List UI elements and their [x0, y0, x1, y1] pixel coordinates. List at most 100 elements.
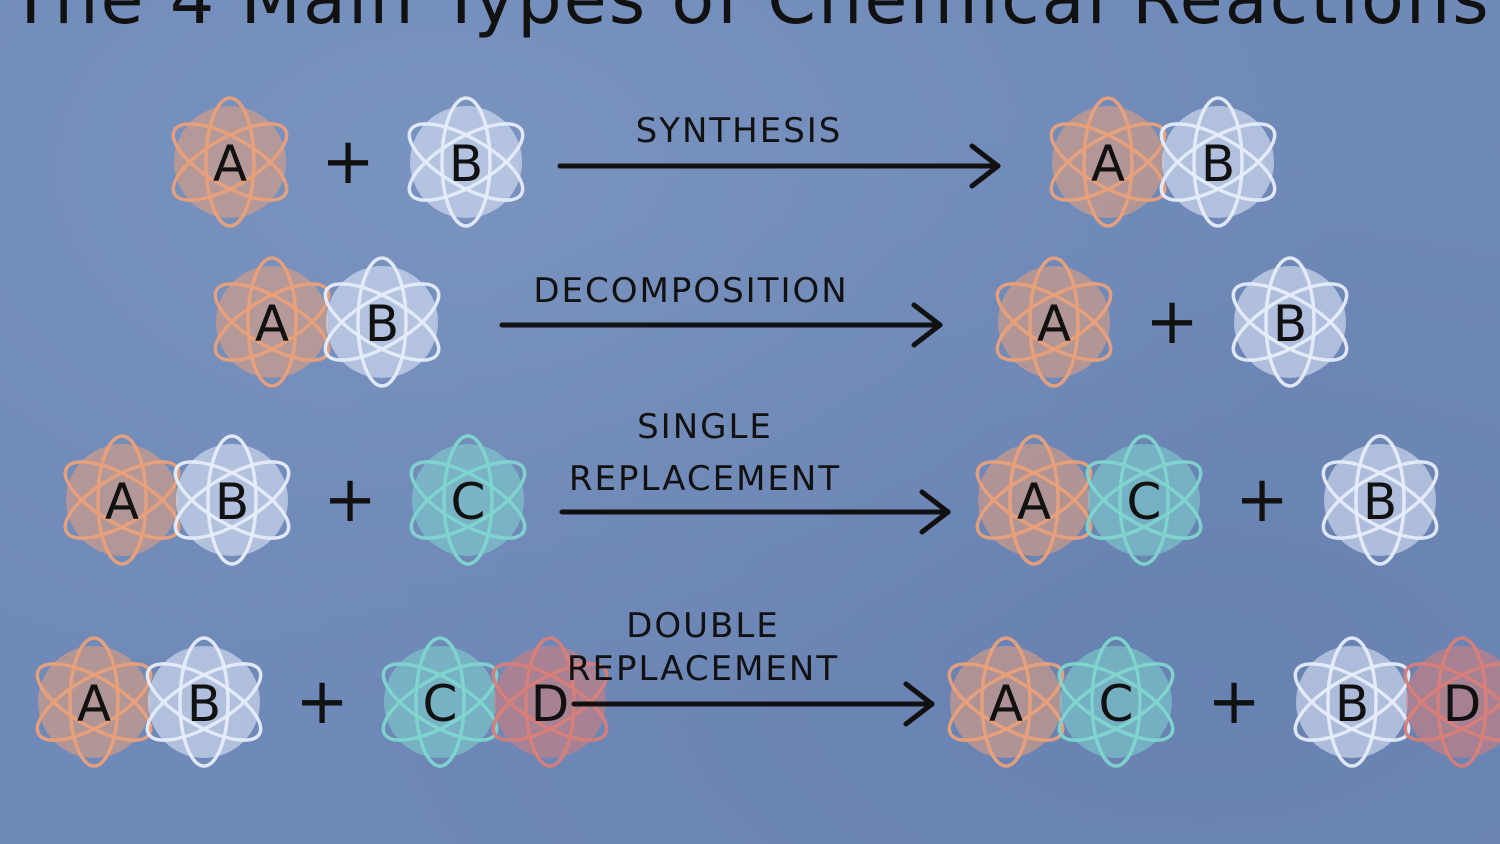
electron-orbit: [1082, 96, 1134, 228]
atom-letter: A: [989, 675, 1023, 733]
electron-orbit: [1159, 122, 1277, 202]
atom-b: B: [323, 256, 441, 388]
atom-letter: B: [1363, 473, 1397, 531]
plus-sign: +: [295, 665, 349, 739]
atom-b: B: [407, 96, 525, 228]
reaction-label: DOUBLE: [626, 606, 780, 646]
electron-orbit: [409, 460, 527, 540]
electron-orbit: [1321, 460, 1439, 540]
electron-orbit: [1403, 662, 1500, 742]
atom-b: B: [1293, 636, 1411, 768]
atom-letter: A: [105, 473, 139, 531]
atom-core: [494, 646, 606, 758]
atom-c: C: [1085, 434, 1203, 566]
atom-d: D: [1403, 636, 1500, 768]
electron-orbit: [1085, 460, 1203, 540]
electron-orbit: [171, 122, 289, 202]
reaction-arrow-head: [919, 489, 951, 535]
atom-core: [38, 646, 150, 758]
atom-letter: A: [213, 135, 247, 193]
atom-b: B: [1159, 96, 1277, 228]
electron-orbit: [1090, 636, 1142, 768]
electron-orbit: [323, 282, 441, 362]
electron-orbit: [980, 636, 1032, 768]
atom-letter: A: [1091, 135, 1125, 193]
atom-letter: C: [451, 473, 486, 531]
electron-orbit: [491, 662, 609, 742]
atom-core: [1088, 444, 1200, 556]
atom-core: [1324, 444, 1436, 556]
atom-letter: B: [187, 675, 221, 733]
atom-core: [410, 106, 522, 218]
plus-sign: +: [323, 463, 377, 537]
atom-d: D: [491, 636, 609, 768]
electron-orbit: [407, 122, 525, 202]
atom-a: A: [1049, 96, 1167, 228]
atom-letter: D: [531, 675, 570, 733]
atom-core: [176, 444, 288, 556]
atom-letter: B: [1335, 675, 1369, 733]
electron-orbit: [1057, 662, 1175, 742]
atom-a: A: [35, 636, 153, 768]
electron-orbit: [204, 96, 256, 228]
electron-orbit: [173, 460, 291, 540]
electron-orbit: [442, 434, 494, 566]
atom-core: [1060, 646, 1172, 758]
plus-sign: +: [1145, 285, 1199, 359]
electron-orbit: [491, 662, 609, 742]
atom-letter: D: [1443, 675, 1482, 733]
atom-letter: C: [423, 675, 458, 733]
electron-orbit: [68, 636, 120, 768]
plus-sign: +: [1207, 665, 1261, 739]
reaction-label: SYNTHESIS: [636, 111, 843, 151]
atom-core: [148, 646, 260, 758]
electron-orbit: [407, 122, 525, 202]
electron-orbit: [1231, 282, 1349, 362]
atom-core: [1052, 106, 1164, 218]
electron-orbit: [356, 256, 408, 388]
electron-orbit: [323, 282, 441, 362]
atom-letter: A: [1037, 295, 1071, 353]
atom-core: [1296, 646, 1408, 758]
atom-core: [998, 266, 1110, 378]
electron-orbit: [1057, 662, 1175, 742]
reaction-arrow-head: [903, 681, 935, 727]
electron-orbit: [1085, 460, 1203, 540]
atom-letter: B: [1201, 135, 1235, 193]
plus-sign: +: [321, 125, 375, 199]
atom-c: C: [409, 434, 527, 566]
atom-b: B: [1231, 256, 1349, 388]
electron-orbit: [1159, 122, 1277, 202]
atom-core: [326, 266, 438, 378]
electron-orbit: [409, 460, 527, 540]
electron-orbit: [206, 434, 258, 566]
electron-orbit: [145, 662, 263, 742]
electron-orbit: [96, 434, 148, 566]
electron-orbit: [1326, 636, 1378, 768]
atom-letter: C: [1099, 675, 1134, 733]
atom-core: [66, 444, 178, 556]
atom-core: [1406, 646, 1500, 758]
electron-orbit: [1264, 256, 1316, 388]
atom-core: [384, 646, 496, 758]
atom-a: A: [995, 256, 1113, 388]
atom-core: [216, 266, 328, 378]
reaction-arrow-head: [969, 143, 1001, 189]
electron-orbit: [995, 282, 1113, 362]
atom-core: [412, 444, 524, 556]
atom-letter: B: [449, 135, 483, 193]
atom-core: [978, 444, 1090, 556]
electron-orbit: [1321, 460, 1439, 540]
plus-sign: +: [1235, 463, 1289, 537]
atom-c: C: [1057, 636, 1175, 768]
atom-a: A: [63, 434, 181, 566]
atom-letter: C: [1127, 473, 1162, 531]
atom-a: A: [213, 256, 331, 388]
electron-orbit: [246, 256, 298, 388]
electron-orbit: [1192, 96, 1244, 228]
atom-core: [1162, 106, 1274, 218]
page-title: The 4 Main Types of Chemical Reactions: [0, 0, 1500, 40]
atom-letter: A: [1017, 473, 1051, 531]
